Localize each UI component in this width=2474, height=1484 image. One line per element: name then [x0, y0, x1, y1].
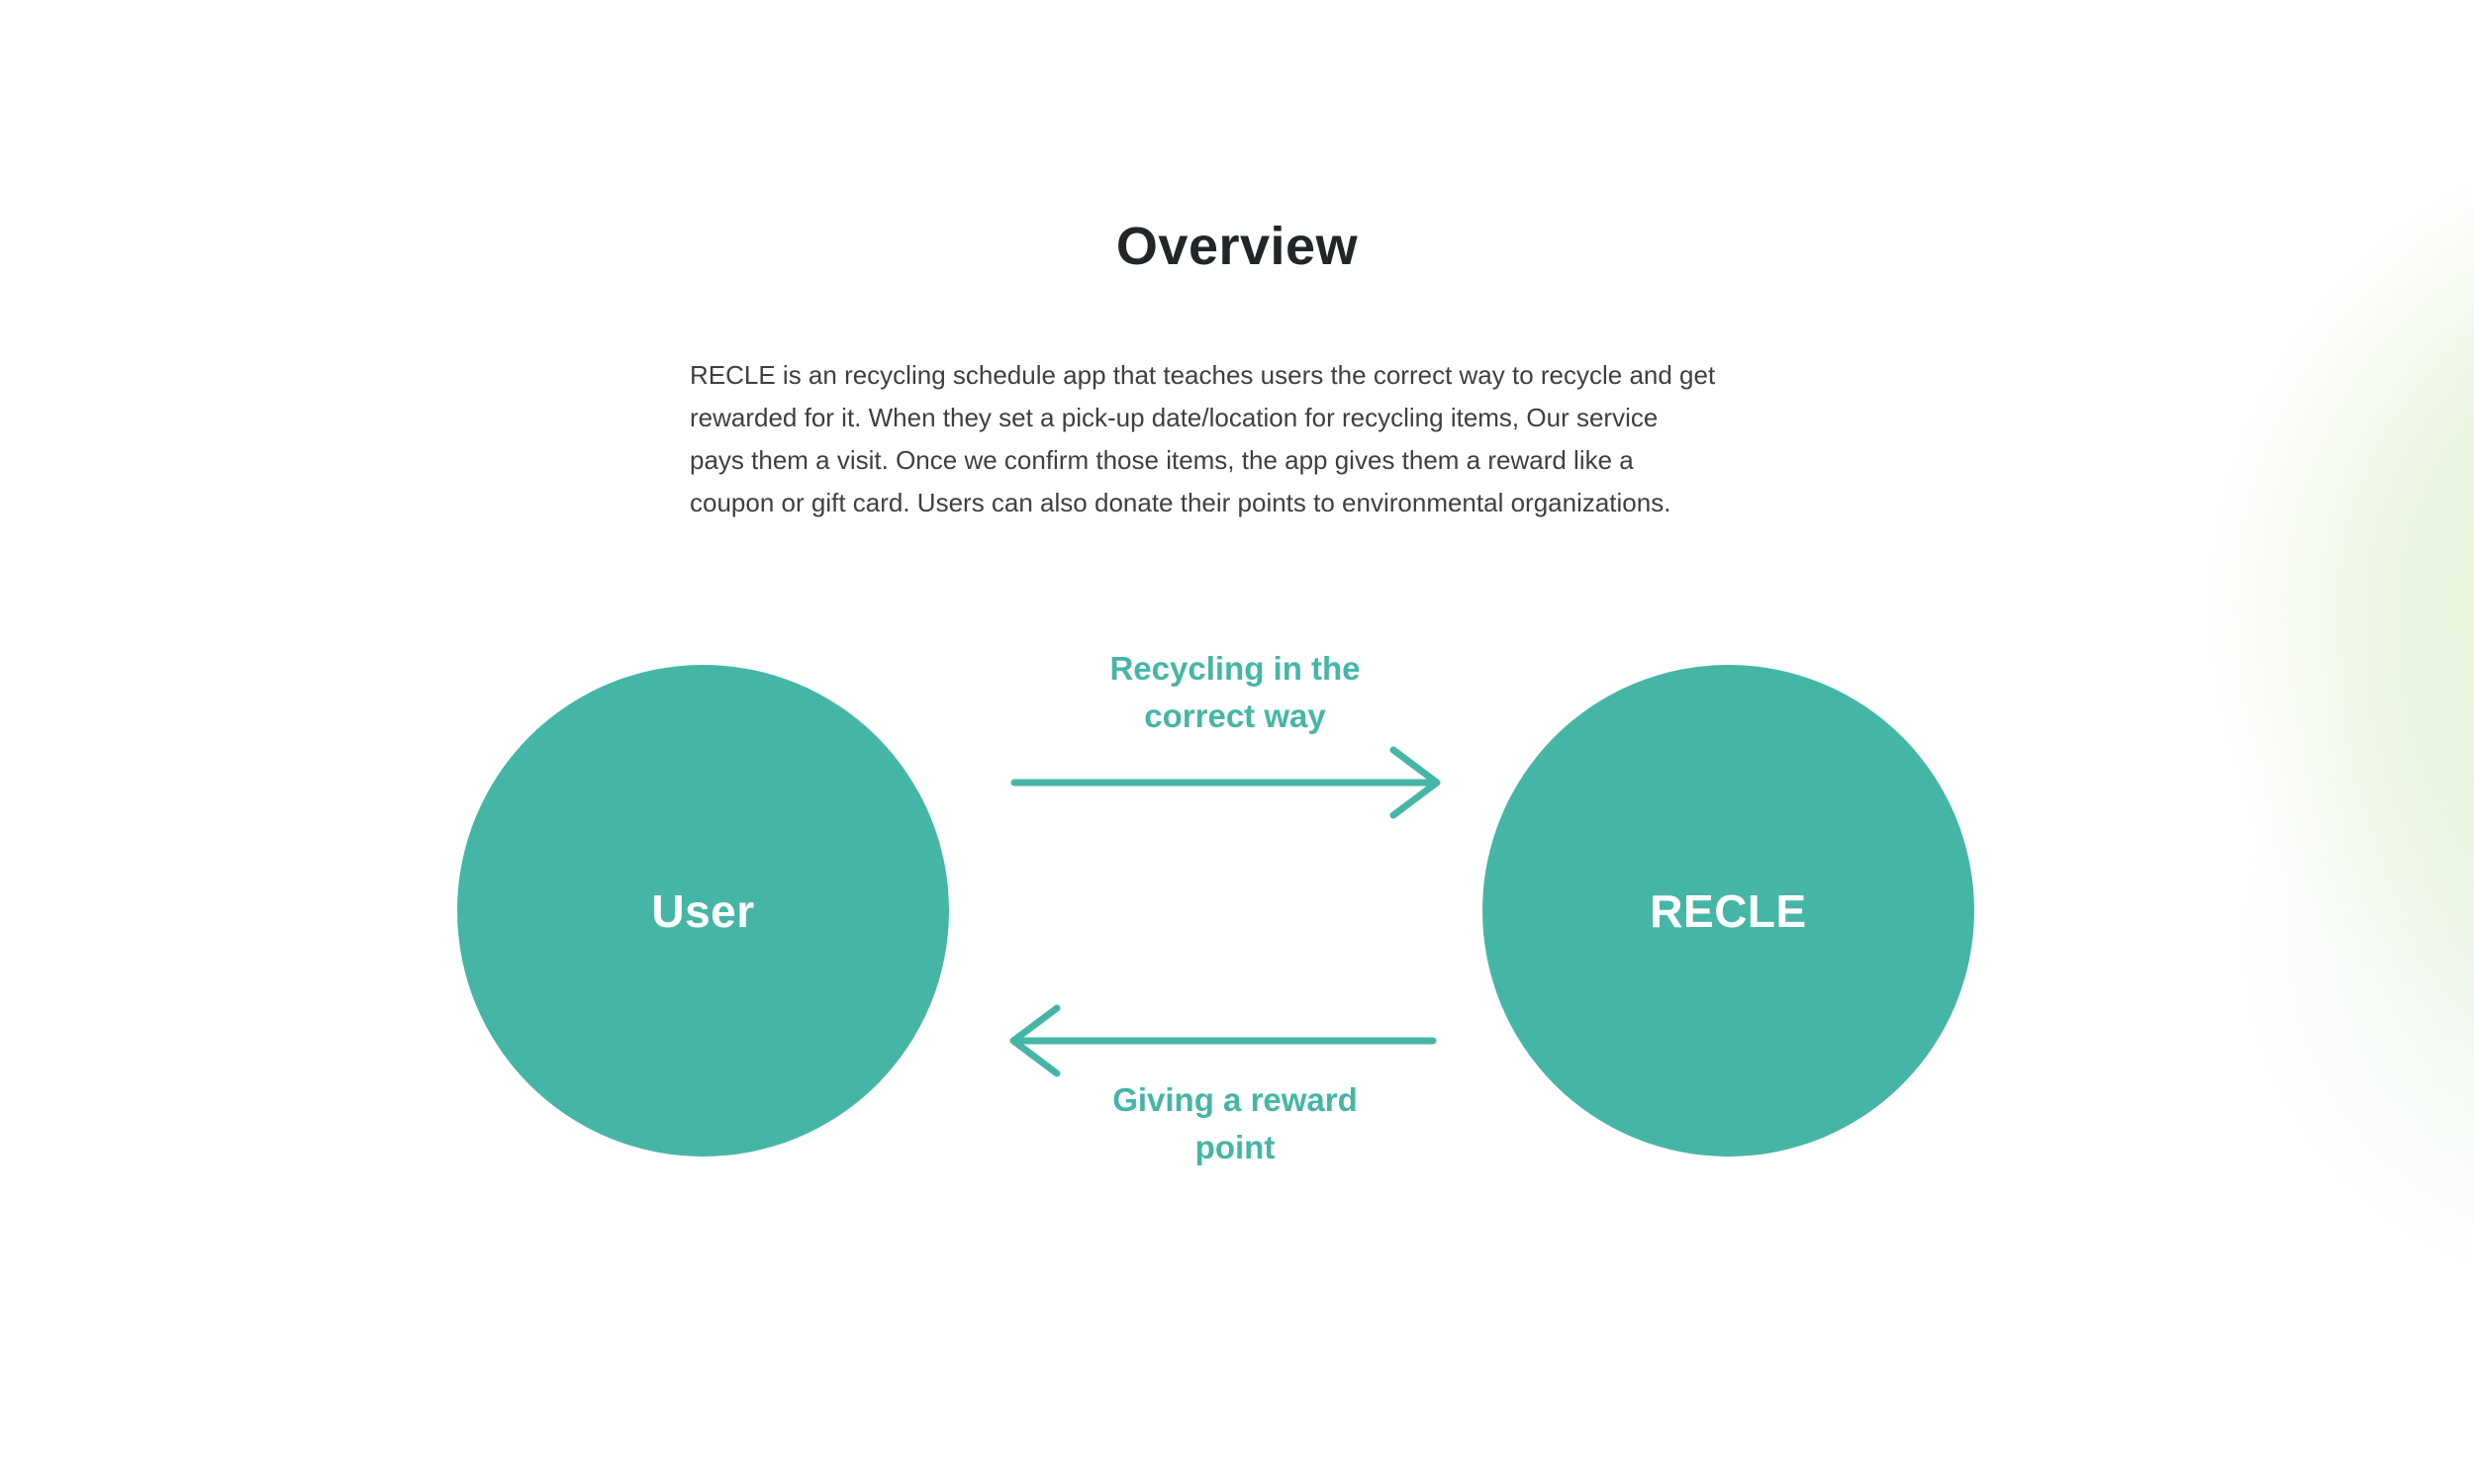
page-title: Overview — [1115, 217, 1359, 277]
recle-node-circle: RECLE — [1482, 665, 1974, 1157]
left-arrow-icon — [1009, 1004, 1437, 1077]
overview-description: RECLE is an recycling schedule app that … — [690, 360, 1716, 517]
top-arrow-label: Recycling in the correct way — [1109, 650, 1361, 734]
right-arrow-icon — [1010, 746, 1441, 819]
user-node-label: User — [651, 884, 755, 937]
user-node-circle: User — [457, 665, 949, 1157]
recle-node-label: RECLE — [1650, 884, 1807, 937]
bottom-arrow-label: Giving a reward point — [1112, 1081, 1358, 1165]
